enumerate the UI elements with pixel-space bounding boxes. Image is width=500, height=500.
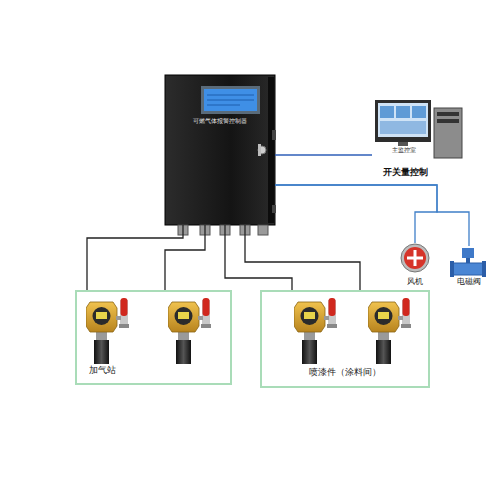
fan-housing bbox=[401, 244, 429, 272]
connector-line bbox=[275, 185, 469, 246]
area-group: 喷漆件（涂料间） bbox=[260, 290, 430, 388]
monitor-stand bbox=[398, 142, 408, 146]
connector-line bbox=[245, 225, 360, 290]
cabinet-hinge bbox=[272, 205, 276, 213]
valve-body bbox=[452, 263, 484, 275]
monitor-computer: 主监控室 bbox=[372, 98, 464, 160]
node-text: 可燃气体报警控制器 bbox=[165, 118, 275, 125]
controller-cabinet: 可燃气体报警控制器 bbox=[165, 75, 275, 225]
cabinet-side bbox=[268, 77, 274, 223]
cabinet-body bbox=[165, 75, 275, 225]
gas-detector bbox=[168, 298, 211, 364]
gas-detector bbox=[368, 298, 411, 364]
lcd-line bbox=[207, 100, 254, 101]
monitor-frame bbox=[375, 100, 431, 142]
valve-flange bbox=[482, 261, 486, 277]
node-text: 电磁阀 bbox=[449, 278, 489, 287]
monitor-screen bbox=[378, 103, 428, 137]
tower-bay bbox=[437, 119, 459, 123]
lcd-line bbox=[207, 95, 254, 96]
tower-bay bbox=[437, 112, 459, 116]
fan-face bbox=[404, 247, 426, 269]
screen-panel bbox=[380, 106, 394, 118]
node-text: 风机 bbox=[396, 278, 434, 287]
area-group: 加气站 bbox=[75, 290, 232, 385]
node-text: 喷漆件（涂料间） bbox=[262, 368, 428, 378]
lcd-line bbox=[207, 105, 240, 106]
valve-device: 电磁阀 bbox=[449, 246, 489, 291]
valve-flange bbox=[450, 261, 454, 277]
fan-blades bbox=[407, 250, 423, 266]
gas-detector bbox=[294, 298, 337, 364]
valve-stem bbox=[466, 258, 470, 263]
connector-line bbox=[275, 185, 437, 243]
connector-line bbox=[275, 155, 372, 156]
cabinet-hinge bbox=[272, 130, 276, 140]
lcd-frame bbox=[201, 86, 260, 114]
cable-gland bbox=[258, 225, 268, 235]
gas-detector bbox=[86, 298, 129, 364]
connector-line bbox=[87, 225, 183, 290]
fan-device: 风机 bbox=[396, 243, 434, 291]
lcd-screen bbox=[204, 89, 257, 111]
screen-panel bbox=[380, 121, 426, 134]
screen-panel bbox=[412, 106, 426, 118]
connector-line bbox=[225, 225, 292, 290]
pc-tower bbox=[434, 108, 462, 158]
valve-actuator bbox=[462, 248, 474, 258]
signal-label: 开关量控制 bbox=[383, 166, 428, 179]
cabinet-key bbox=[258, 144, 261, 156]
connector-line bbox=[165, 225, 205, 290]
node-text: 主监控室 bbox=[374, 147, 434, 154]
node-text: 加气站 bbox=[89, 366, 149, 376]
screen-panel bbox=[396, 106, 410, 118]
